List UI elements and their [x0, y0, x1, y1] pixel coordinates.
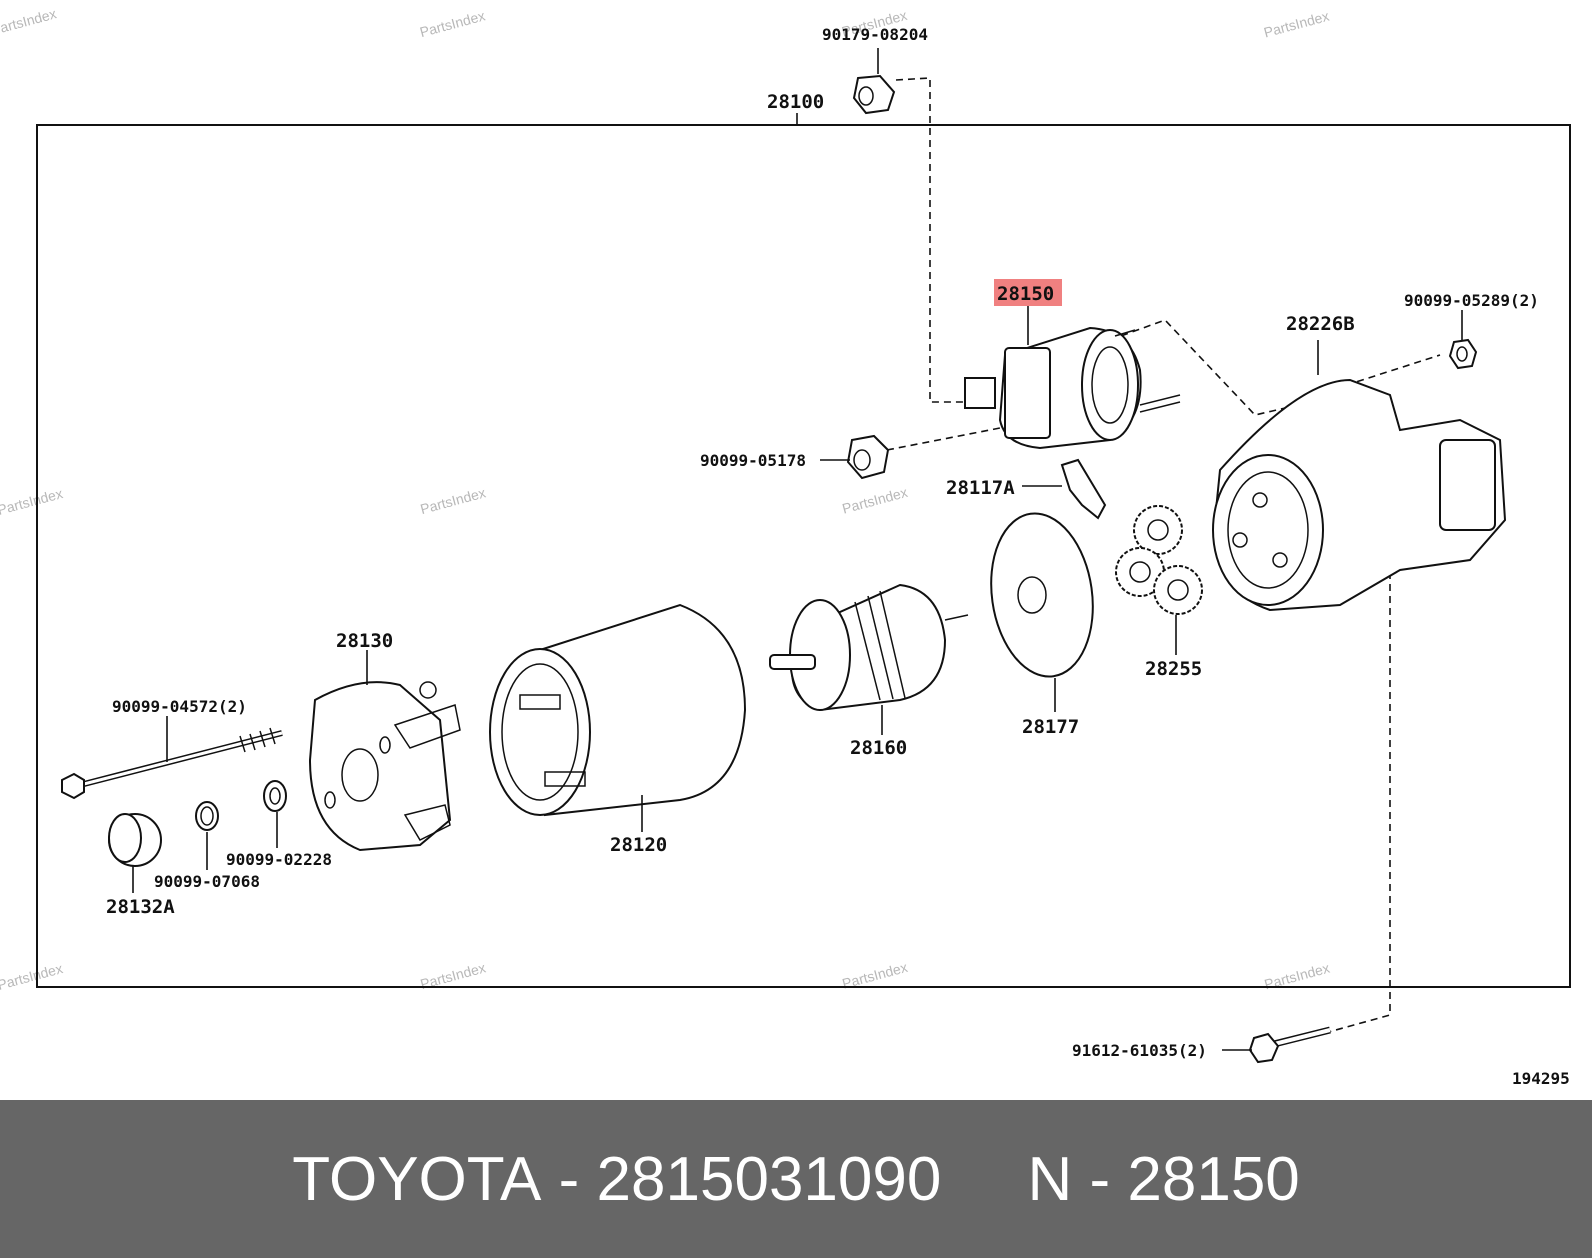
assembly-box: [36, 124, 1571, 988]
label-90099-05289: 90099-05289(2): [1404, 291, 1539, 310]
yoke-28120: [489, 603, 747, 817]
label-28100: 28100: [767, 91, 824, 113]
watermark: PartsIndex: [418, 484, 487, 517]
label-90179-08204: 90179-08204: [822, 25, 928, 44]
label-28177: 28177: [1022, 716, 1079, 738]
guide-line: [1324, 572, 1391, 1034]
label-28226b: 28226B: [1286, 313, 1355, 335]
nut-90099-05289: [1448, 338, 1478, 370]
label-28150: 28150: [997, 283, 1054, 305]
label-28120: 28120: [610, 834, 667, 856]
nut-90099-05178: [846, 434, 890, 480]
watermark: PartsIndex: [418, 7, 487, 40]
highlight-28150: [994, 279, 1062, 306]
armature-28160: [769, 583, 969, 712]
footer-spacer: [541, 1144, 558, 1215]
gears-28255: [1115, 505, 1203, 615]
footer-part-number: 2815031090: [596, 1144, 942, 1214]
footer-spacer: [579, 1144, 596, 1215]
footer-separator: -: [558, 1144, 580, 1214]
drawing-number: 194295: [1512, 1069, 1570, 1088]
watermark: PartsIndex: [0, 5, 58, 38]
lever-28117a: [1060, 458, 1107, 520]
label-90099-02228: 90099-02228: [226, 850, 332, 869]
watermark: PartsIndex: [0, 485, 64, 518]
label-28160: 28160: [850, 737, 907, 759]
label-90099-04572: 90099-04572(2): [112, 697, 247, 716]
label-91612-61035: 91612-61035(2): [1072, 1041, 1207, 1060]
plate-28177: [990, 512, 1094, 678]
spring-90099-07068: [195, 801, 219, 831]
housing-28226b: [1212, 378, 1507, 612]
bolt-90099-04572: [61, 727, 283, 800]
label-90099-07068: 90099-07068: [154, 872, 260, 891]
footer-bar: TOYOTA - 2815031090 N - 28150: [0, 1100, 1592, 1258]
parts-diagram: PartsIndex PartsIndex PartsIndex PartsIn…: [0, 5, 1571, 1088]
end-frame-28130: [308, 681, 461, 852]
label-28255: 28255: [1145, 658, 1202, 680]
watermark: PartsIndex: [1262, 8, 1331, 41]
guide-line: [895, 77, 965, 403]
bolt-91612-61035: [1248, 1026, 1331, 1064]
watermark: PartsIndex: [840, 484, 909, 517]
footer-gap: [941, 1144, 1027, 1215]
footer-ref: N - 28150: [1027, 1144, 1300, 1214]
washer-90099-02228: [263, 780, 287, 812]
label-28132a: 28132A: [106, 896, 175, 918]
label-28117a: 28117A: [946, 477, 1015, 499]
footer-brand: TOYOTA: [292, 1144, 542, 1214]
label-90099-05178: 90099-05178: [700, 451, 806, 470]
cap-28132a: [108, 813, 162, 867]
label-28130: 28130: [336, 630, 393, 652]
solenoid-28150: [964, 326, 1181, 450]
guide-line: [886, 427, 1001, 451]
nut-90179-08204: [852, 74, 896, 115]
